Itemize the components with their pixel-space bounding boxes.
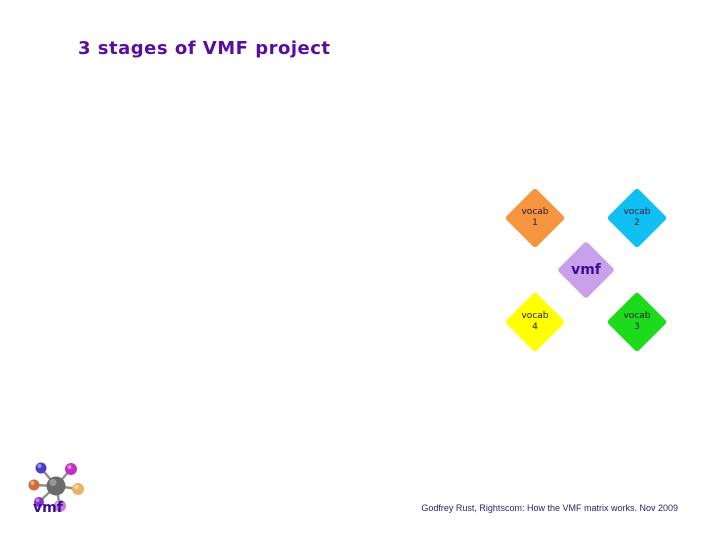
- node-number: 1: [532, 218, 538, 228]
- node-name: vocab: [521, 207, 549, 217]
- node-number: 3: [634, 322, 640, 332]
- diagram-node-vocab-3: vocab 3: [606, 291, 668, 353]
- vmf-logo-label: vmf: [33, 500, 63, 516]
- diamond-label: vocab 4: [505, 292, 565, 352]
- vmf-stage-diagram: vocab 1 vocab 2 vmf vocab 4 voca: [504, 187, 668, 382]
- node-name: vocab: [623, 311, 651, 321]
- node-name: vocab: [521, 311, 549, 321]
- footer-credit: Godfrey Rust, Rightscom: How the VMF mat…: [421, 503, 678, 513]
- diamond-label: vmf: [571, 261, 601, 278]
- diagram-node-vmf-center: vmf: [556, 240, 616, 300]
- diamond-label: vocab 1: [505, 188, 565, 248]
- node-number: 4: [532, 322, 538, 332]
- diagram-node-vocab-1: vocab 1: [504, 187, 566, 249]
- slide-title: 3 stages of VMF project: [78, 38, 331, 59]
- node-number: 2: [634, 218, 640, 228]
- node-name: vocab: [623, 207, 651, 217]
- diamond-label: vocab 2: [607, 188, 667, 248]
- diagram-node-vocab-4: vocab 4: [504, 291, 566, 353]
- diamond-label: vocab 3: [607, 292, 667, 352]
- vmf-molecule-icon: [28, 462, 84, 512]
- diagram-node-vocab-2: vocab 2: [606, 187, 668, 249]
